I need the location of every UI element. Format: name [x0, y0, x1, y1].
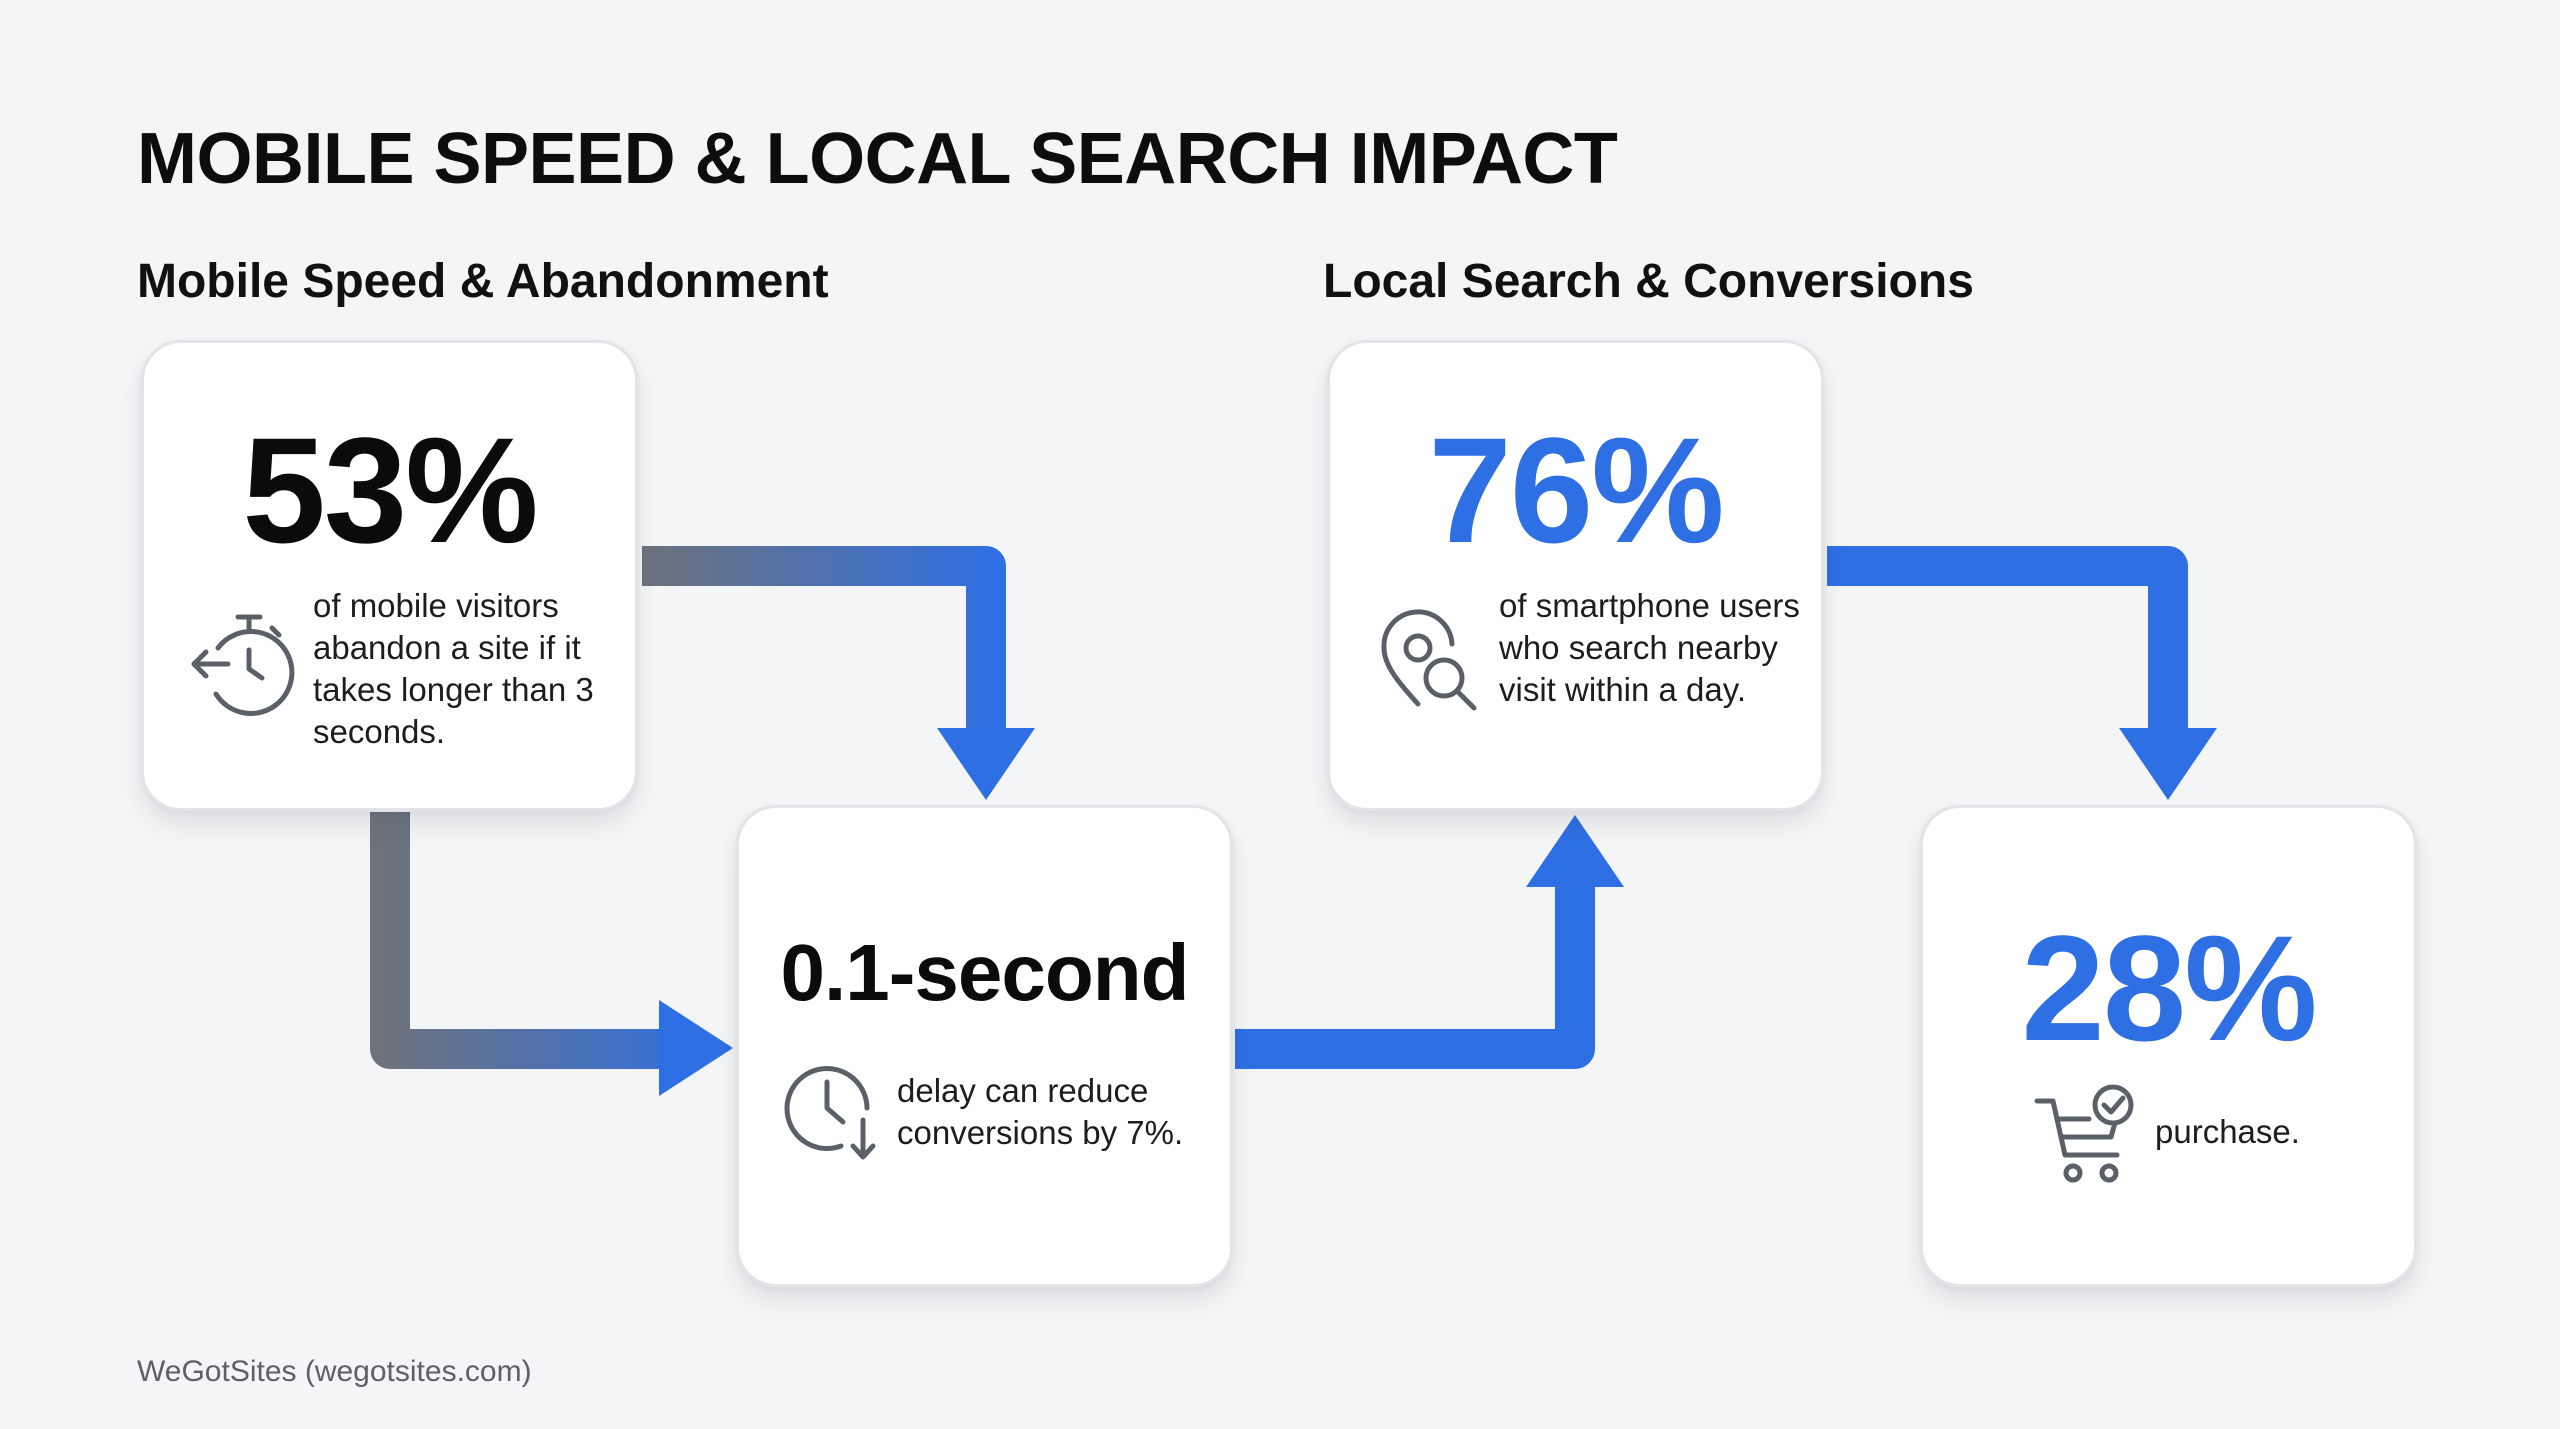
- arrow-53-to-0.1-top: [642, 546, 1035, 800]
- stat-card-local-visit: 76% of smartphone users who search nearb…: [1327, 340, 1824, 811]
- stat-value: 0.1-second: [780, 928, 1190, 1017]
- stat-description: delay can reduce conversions by 7%.: [897, 1072, 1184, 1151]
- stat-value: 28%: [2021, 904, 2317, 1072]
- stat-description: of mobile visitors abandon a site if it …: [313, 587, 594, 750]
- section-title-mobile-speed: Mobile Speed & Abandonment: [137, 255, 829, 308]
- page-title: MOBILE SPEED & LOCAL SEARCH IMPACT: [137, 119, 1618, 199]
- clock-down-icon: [784, 1066, 876, 1160]
- stat-description: of smartphone users who search nearby vi…: [1499, 587, 1800, 708]
- arrow-53-to-0.1-bottom: [370, 812, 733, 1096]
- cart-check-icon: [2034, 1084, 2134, 1183]
- location-search-icon: [1381, 609, 1477, 711]
- stat-value: 76%: [1428, 406, 1724, 574]
- stat-description: purchase.: [2155, 1113, 2300, 1150]
- section-title-local-search: Local Search & Conversions: [1323, 255, 1974, 308]
- stat-value: 53%: [242, 406, 538, 574]
- stopwatch-icon: [191, 614, 295, 716]
- source-credit: WeGotSites (wegotsites.com): [137, 1355, 532, 1388]
- stat-card-delay: 0.1-second delay can reduce conversions …: [736, 805, 1233, 1287]
- arrow-0.1-to-76: [1235, 815, 1624, 1069]
- stat-card-abandonment: 53% of mobile visitors abandon a site if…: [141, 340, 638, 811]
- stat-card-purchase: 28% purchase.: [1920, 805, 2417, 1287]
- arrow-76-to-28: [1827, 546, 2217, 800]
